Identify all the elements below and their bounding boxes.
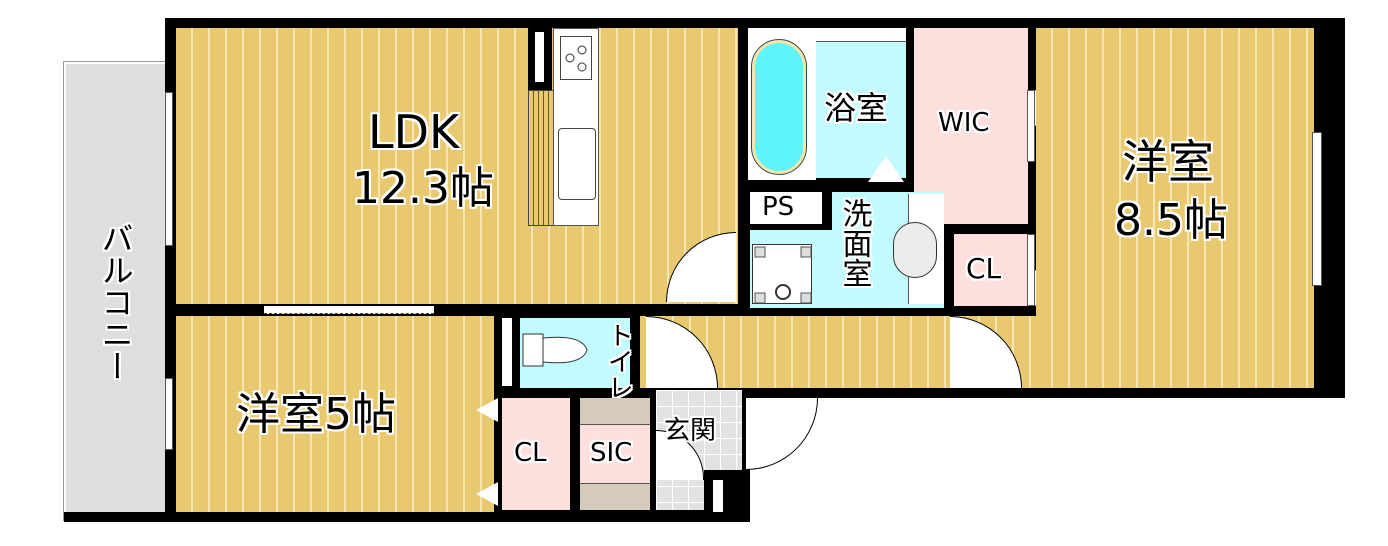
western-small-label: 洋室5帖 <box>236 389 396 440</box>
bathtub-icon <box>751 39 807 175</box>
balcony-floor-line <box>64 512 174 522</box>
room-ldk <box>176 28 738 304</box>
stove-icon <box>560 36 592 80</box>
washing-machine-pan <box>752 244 812 304</box>
room-closet-south <box>502 398 570 510</box>
bath-shelf <box>816 28 906 42</box>
window-west-ldk <box>165 92 173 246</box>
balcony-label: バルコニー <box>96 222 135 382</box>
entrance-door-swing <box>746 398 818 470</box>
bath-label: 浴室 <box>824 89 889 127</box>
balcony <box>63 61 171 521</box>
room-bath <box>816 28 906 178</box>
washroom-label: 洗面室 <box>836 198 872 288</box>
room-western-small <box>176 316 494 512</box>
room-western-large <box>1036 28 1314 388</box>
sic-center <box>580 424 650 484</box>
toilet-pillar <box>502 318 512 386</box>
western-large-name: 洋室 <box>1122 135 1214 189</box>
entrance-pillar <box>704 470 750 522</box>
room-ps <box>750 192 822 224</box>
wic-label: WIC <box>938 108 990 138</box>
washbasin-icon <box>893 222 937 278</box>
window-east <box>1312 132 1322 286</box>
sliding-door <box>264 306 434 314</box>
ldk-name: LDK <box>368 105 460 159</box>
toilet-icon <box>522 332 592 368</box>
western-large-size: 8.5帖 <box>1114 195 1228 246</box>
door-swing-marker <box>868 156 904 182</box>
closet-south-door-marker-2 <box>476 482 498 506</box>
kitchen-pillar-inner <box>535 32 544 82</box>
room-closet-east <box>954 234 1028 306</box>
window-west-small <box>165 378 173 450</box>
kitchen-counter-bar <box>528 90 554 226</box>
toilet-label: トイレ <box>603 322 634 400</box>
wic-door <box>1027 90 1035 162</box>
ps-label: PS <box>762 192 795 222</box>
closet-east-label: CL <box>966 252 1002 285</box>
entrance-label: 玄関 <box>664 416 717 446</box>
entrance-pillar-inner <box>713 480 723 512</box>
sink-icon <box>558 128 596 200</box>
room-wic <box>914 28 1028 224</box>
sic-label: SIC <box>590 438 633 468</box>
closet-east-door <box>1027 234 1035 306</box>
closet-south-label: CL <box>514 438 547 468</box>
closet-south-door-marker <box>476 398 498 422</box>
ldk-size: 12.3帖 <box>352 163 494 214</box>
